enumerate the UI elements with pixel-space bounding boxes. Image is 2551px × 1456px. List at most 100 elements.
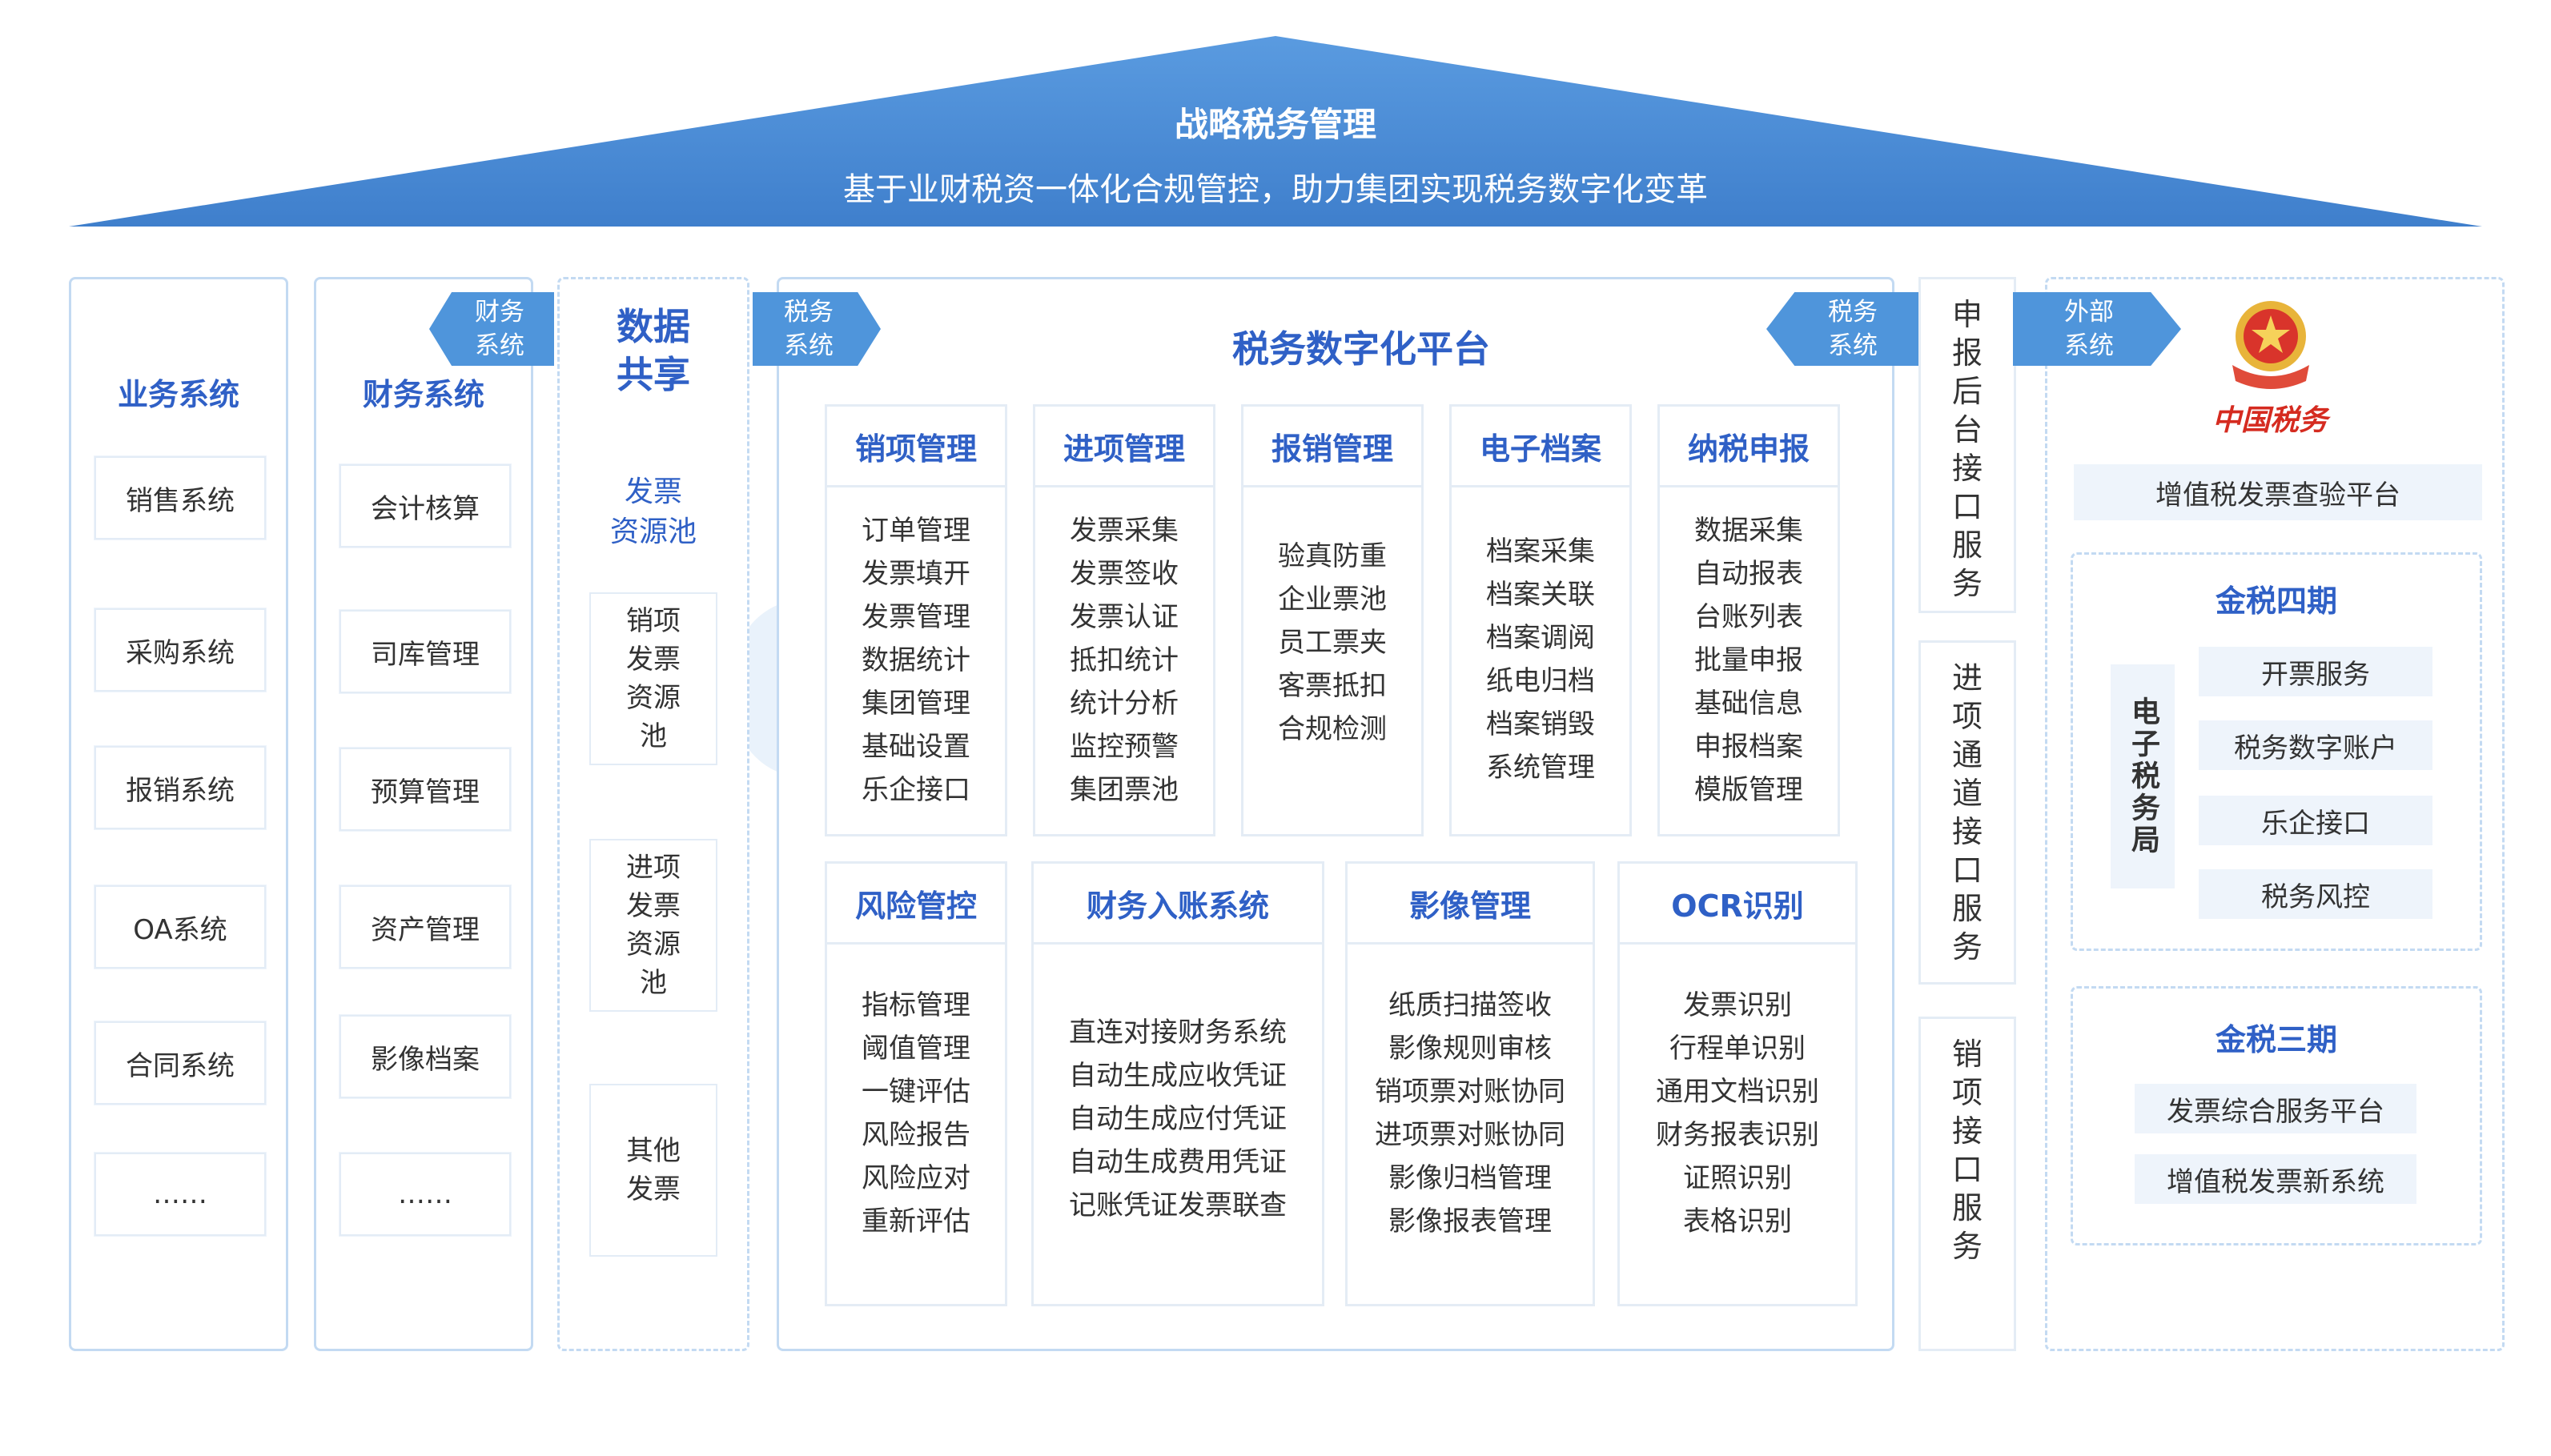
module-item: 数据采集 (1694, 515, 1803, 547)
module-title: 风险管控 (827, 864, 1005, 945)
finance-system-arrow: 财务 系统 (429, 292, 554, 366)
module-item: 重新评估 (862, 1205, 970, 1237)
module-item: 一键评估 (862, 1076, 970, 1108)
module-item: 档案销毁 (1486, 708, 1595, 740)
module-item: 抵扣统计 (1070, 644, 1179, 676)
module-title: 进项管理 (1035, 407, 1213, 487)
finance-system-item: 资产管理 (339, 885, 511, 969)
module-items: 档案采集档案关联档案调阅纸电归档档案销毁系统管理 (1452, 530, 1629, 789)
tax-system-arrow-right: 税务 系统 (1766, 292, 1923, 366)
module-item: 订单管理 (862, 515, 970, 547)
module-item: 发票识别 (1683, 989, 1792, 1021)
roof-title: 战略税务管理 (1174, 105, 1376, 144)
module-item: 自动生成应收凭证 (1069, 1060, 1287, 1092)
module-items: 验真防重企业票池员工票夹客票抵扣合规检测 (1243, 535, 1421, 751)
roof-banner (69, 36, 2482, 227)
module-items: 订单管理发票填开发票管理数据统计集团管理基础设置乐企接口 (827, 509, 1005, 812)
module-item: 员工票夹 (1278, 627, 1387, 659)
module-title: 报销管理 (1243, 407, 1421, 487)
finance-system-item: 会计核算 (339, 464, 511, 548)
module-item: 统计分析 (1070, 688, 1179, 720)
module-item: 风险应对 (862, 1162, 970, 1194)
module-item: 影像归档管理 (1388, 1162, 1552, 1194)
china-tax-emblem (2232, 301, 2309, 389)
module-item: 自动生成应付凭证 (1069, 1103, 1287, 1135)
tax-platform-title: 税务数字化平台 (1232, 327, 1490, 371)
module-items: 指标管理阈值管理一键评估风险报告风险应对重新评估 (827, 984, 1005, 1243)
module-item: 阈值管理 (862, 1033, 970, 1065)
module-b1: 风险管控指标管理阈值管理一键评估风险报告风险应对重新评估 (825, 861, 1007, 1306)
module-items: 发票采集发票签收发票认证抵扣统计统计分析监控预警集团票池 (1035, 509, 1213, 812)
golden-tax-4-item: 税务风控 (2199, 869, 2432, 919)
module-item: 直连对接财务系统 (1069, 1017, 1287, 1049)
module-title: 影像管理 (1348, 864, 1593, 945)
business-system-item: 销售系统 (94, 456, 266, 539)
module-item: 发票认证 (1070, 601, 1179, 633)
module-4: 电子档案档案采集档案关联档案调阅纸电归档档案销毁系统管理 (1449, 404, 1632, 836)
module-item: 影像报表管理 (1388, 1205, 1552, 1237)
module-item: 财务报表识别 (1656, 1119, 1819, 1151)
module-b4: OCR识别发票识别行程单识别通用文档识别财务报表识别证照识别表格识别 (1617, 861, 1858, 1306)
data-sharing-title: 数据 共享 (617, 305, 690, 396)
golden-tax-3-item: 增值税发票新系统 (2135, 1154, 2416, 1204)
module-item: 销项票对账协同 (1375, 1076, 1565, 1108)
module-item: 监控预警 (1070, 731, 1179, 763)
finance-systems-title: 财务系统 (362, 377, 484, 412)
module-item: 行程单识别 (1669, 1033, 1806, 1065)
golden-tax-4-item: 税务数字账户 (2199, 720, 2432, 770)
golden-tax-4-title: 金税四期 (2215, 584, 2337, 619)
business-system-item: 报销系统 (94, 746, 266, 829)
external-system-arrow: 外部 系统 (2013, 292, 2181, 366)
module-item: 批量申报 (1694, 644, 1803, 676)
vat-check-platform: 增值税发票查验平台 (2074, 464, 2482, 520)
module-item: 档案关联 (1486, 579, 1595, 611)
module-item: 客票抵扣 (1278, 670, 1387, 702)
module-item: 记账凭证发票联查 (1069, 1189, 1287, 1221)
module-item: 指标管理 (862, 989, 970, 1021)
module-title: 纳税申报 (1660, 407, 1838, 487)
module-items: 数据采集自动报表台账列表批量申报基础信息申报档案模版管理 (1660, 509, 1838, 812)
module-item: 自动报表 (1694, 558, 1803, 590)
invoice-pool-title: 发票 资源池 (609, 475, 697, 548)
module-item: 基础信息 (1694, 688, 1803, 720)
module-item: 自动生成费用凭证 (1069, 1146, 1287, 1178)
module-item: 证照识别 (1683, 1162, 1792, 1194)
module-3: 报销管理验真防重企业票池员工票夹客票抵扣合规检测 (1241, 404, 1424, 836)
module-title: 电子档案 (1452, 407, 1629, 487)
module-item: 模版管理 (1694, 774, 1803, 806)
module-item: 纸电归档 (1486, 665, 1595, 697)
module-title: OCR识别 (1620, 864, 1855, 945)
interface-service-box: 申报后台接口服务 (1918, 277, 2016, 613)
business-system-item: OA系统 (94, 885, 266, 969)
module-b3: 影像管理纸质扫描签收影像规则审核销项票对账协同进项票对账协同影像归档管理影像报表… (1345, 861, 1595, 1306)
module-item: 申报档案 (1694, 731, 1803, 763)
business-system-item: 合同系统 (94, 1021, 266, 1105)
golden-tax-3-title: 金税三期 (2215, 1022, 2337, 1057)
module-item: 发票填开 (862, 558, 970, 590)
business-systems-title: 业务系统 (117, 377, 239, 412)
module-items: 纸质扫描签收影像规则审核销项票对账协同进项票对账协同影像归档管理影像报表管理 (1348, 984, 1593, 1243)
invoice-pool-box: 销项 发票 资源 池 (589, 592, 717, 765)
module-item: 发票采集 (1070, 515, 1179, 547)
tax-system-arrow-left: 税务 系统 (753, 292, 881, 366)
business-system-item: …… (94, 1153, 266, 1236)
module-item: 验真防重 (1278, 540, 1387, 572)
module-item: 发票签收 (1070, 558, 1179, 590)
e-tax-bureau-label: 电子税务局 (2111, 664, 2175, 888)
interface-service-box: 进项通道接口服务 (1918, 640, 2016, 985)
interface-service-label: 申报后台接口服务 (1951, 297, 1983, 601)
module-item: 台账列表 (1694, 601, 1803, 633)
module-item: 企业票池 (1278, 584, 1387, 616)
interface-service-box: 销项接口服务 (1918, 1017, 2016, 1351)
module-item: 系统管理 (1486, 752, 1595, 784)
golden-tax-3-item: 发票综合服务平台 (2135, 1084, 2416, 1133)
module-1: 销项管理订单管理发票填开发票管理数据统计集团管理基础设置乐企接口 (825, 404, 1007, 836)
finance-system-item: 司库管理 (339, 610, 511, 693)
finance-system-item: …… (339, 1153, 511, 1236)
module-item: 影像规则审核 (1388, 1033, 1552, 1065)
interface-service-label: 销项接口服务 (1951, 1037, 1983, 1264)
e-tax-bureau-text: 电子税务局 (2127, 696, 2159, 856)
module-items: 直连对接财务系统自动生成应收凭证自动生成应付凭证自动生成费用凭证记账凭证发票联查 (1034, 1011, 1322, 1227)
module-item: 发票管理 (862, 601, 970, 633)
module-item: 乐企接口 (862, 774, 970, 806)
